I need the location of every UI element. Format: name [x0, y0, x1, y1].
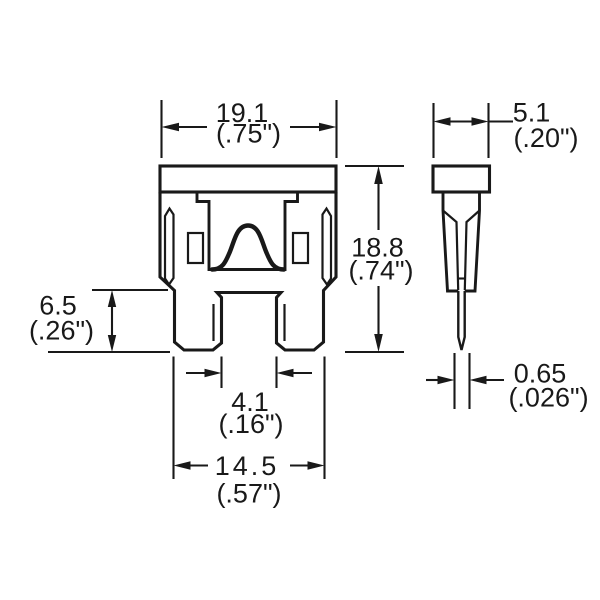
dim-terminal-thickness-inch: (.026"): [508, 383, 588, 413]
left-ear-clip: [163, 206, 175, 287]
arrowhead-right-icon: [307, 461, 325, 470]
side-terminal-blade: [457, 291, 466, 351]
front-view: [158, 164, 338, 352]
dim-terminal-gap: 4.1 (.16"): [186, 356, 312, 439]
dim-overall-height-inch: (.74"): [348, 256, 413, 286]
arrowhead-left-icon: [469, 375, 487, 385]
dim-terminal-length-mm: 6.5: [39, 291, 77, 321]
fuse-window-outline: [195, 192, 299, 271]
dim-terminal-span: 14.5 (.57"): [172, 356, 326, 509]
side-inner-contour: [442, 209, 481, 291]
dim-terminal-thickness: 0.65 (.026"): [426, 353, 589, 413]
side-housing-outline: [441, 192, 481, 293]
dim-terminal-length: 6.5 (.26"): [29, 288, 170, 354]
dim-terminal-span-mm: 14.5: [215, 451, 280, 481]
fuse-body-and-blades-outline: [158, 192, 338, 352]
dim-terminal-gap-inch: (.16"): [218, 409, 283, 439]
dim-terminal-gap-mm: 4.1: [231, 387, 269, 417]
dim-terminal-length-inch: (.26"): [29, 316, 94, 346]
dim-overall-width-mm: 19.1: [216, 98, 269, 128]
arrowhead-down-icon: [107, 335, 117, 352]
fuse-cap-front: [158, 164, 338, 194]
dim-body-thickness-inch: (.20"): [513, 123, 578, 153]
right-side-window: [291, 231, 310, 265]
arrowhead-left-icon: [433, 117, 451, 126]
fuse-cap-side: [431, 164, 492, 194]
arrowhead-down-icon: [374, 334, 383, 352]
dim-overall-height: 18.8 (.74"): [345, 164, 414, 354]
dim-overall-height-mm: 18.8: [351, 233, 404, 263]
arrowhead-right-icon: [437, 375, 455, 385]
left-side-window: [186, 231, 205, 265]
arrowhead-up-icon: [107, 290, 117, 307]
right-ear-clip: [321, 206, 333, 287]
dim-overall-width-inch: (.75"): [216, 119, 281, 149]
side-view: [431, 164, 492, 351]
dim-overall-width: 19.1 (.75"): [160, 98, 338, 158]
dim-terminal-thickness-mm: 0.65: [514, 359, 567, 389]
dim-body-thickness-mm: 5.1: [513, 98, 551, 128]
arrowhead-right-icon: [471, 117, 489, 126]
dim-body-thickness: 5.1 (.20"): [432, 98, 579, 158]
arrowhead-left-icon: [161, 122, 179, 132]
arrowhead-right-icon: [204, 368, 222, 378]
arrowhead-left-icon: [276, 368, 294, 378]
arrowhead-right-icon: [319, 122, 337, 132]
dim-terminal-span-inch: (.57"): [216, 479, 281, 509]
arrowhead-left-icon: [173, 461, 191, 470]
fuse-element-curve: [209, 223, 287, 272]
arrowhead-up-icon: [374, 166, 383, 184]
